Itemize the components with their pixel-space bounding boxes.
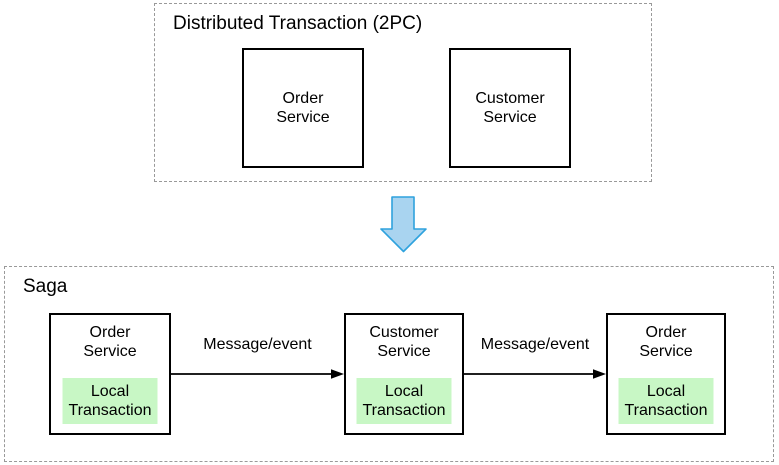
down-arrow-icon <box>380 196 427 253</box>
local-transaction-box-2: Local Transaction <box>356 378 452 424</box>
two-pc-order-service-box: Order Service <box>242 48 364 168</box>
two-pc-group-title: Distributed Transaction (2PC) <box>173 13 423 34</box>
saga-order-service-box-1: Order Service Local Transaction <box>49 313 171 435</box>
saga-order-service-label-2: Order Service <box>639 324 693 360</box>
saga-order-service-box-2: Order Service Local Transaction <box>606 313 726 435</box>
right-arrow-icon-2 <box>464 369 606 379</box>
message-event-label-1: Message/event <box>203 336 312 353</box>
two-pc-customer-service-box: Customer Service <box>449 48 571 168</box>
two-pc-group: Distributed Transaction (2PC) Order Serv… <box>154 3 652 182</box>
right-arrow-icon-1 <box>171 369 344 379</box>
saga-order-service-label-1: Order Service <box>83 324 137 360</box>
message-event-label-2: Message/event <box>480 336 590 353</box>
saga-group-title: Saga <box>23 276 68 297</box>
saga-group: Saga Order Service Local Transaction Mes… <box>4 266 774 462</box>
local-transaction-box-3: Local Transaction <box>618 378 714 424</box>
saga-customer-service-box: Customer Service Local Transaction <box>344 313 464 435</box>
saga-customer-service-label: Customer Service <box>369 324 439 360</box>
local-transaction-box-1: Local Transaction <box>62 378 158 424</box>
